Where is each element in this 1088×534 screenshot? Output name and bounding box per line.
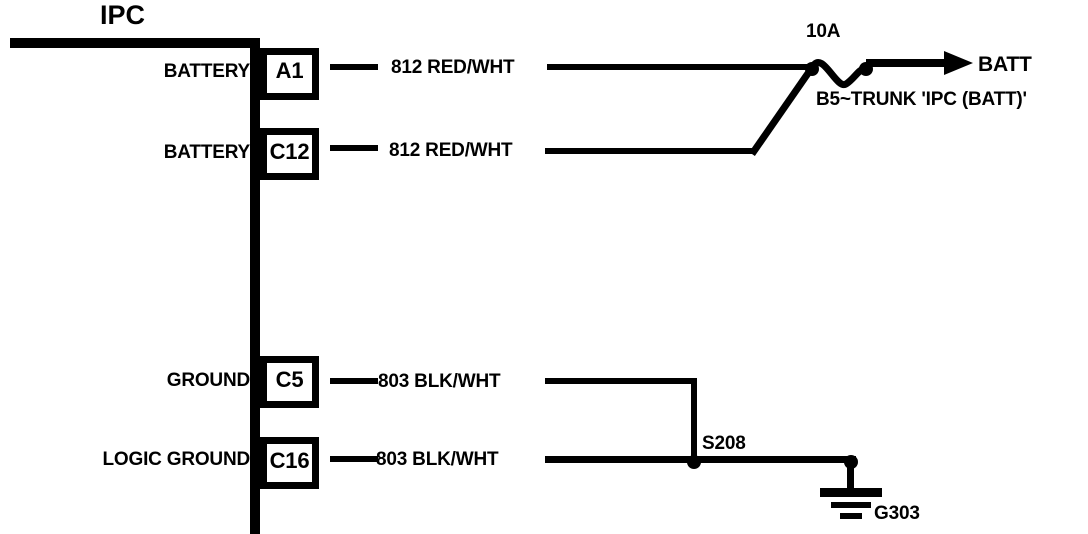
ground-stem [847, 462, 854, 490]
module-outline-ipc [10, 38, 260, 534]
wire-stub-a1 [330, 64, 378, 70]
wire-diagonal-c12-to-fuse [749, 67, 814, 156]
pin-box-c5-fill [267, 363, 312, 401]
fuse-terminal-dot-left [805, 62, 819, 76]
pin-number-c16: C16 [269, 448, 310, 473]
arrow-head [944, 51, 973, 75]
fuse-squiggle [808, 59, 867, 88]
pin-box-c16-fill [267, 444, 312, 482]
ground-bar-3 [840, 513, 862, 519]
wire-run-c5 [545, 378, 697, 384]
pin-name-a1: BATTERY [163, 61, 250, 82]
wire-run-a1-to-fuse [547, 64, 813, 70]
pin-box-c12 [259, 128, 319, 180]
module-title-ipc: IPC [100, 0, 146, 30]
pin-box-a1 [259, 48, 319, 100]
wire-label-a1: 812 RED/WHT [391, 57, 515, 78]
ground-symbol-g303 [820, 455, 882, 519]
pin-box-a1-fill [267, 55, 312, 93]
pin-box-c12-fill [267, 135, 312, 173]
wire-run-c12 [545, 148, 755, 154]
fuse-identifier-label: B5~TRUNK 'IPC (BATT)' [816, 89, 1027, 110]
fuse-symbol-10a [805, 59, 873, 88]
splice-label-s208: S208 [702, 433, 746, 454]
pin-name-c16: LOGIC GROUND [102, 449, 251, 470]
ground-label-g303: G303 [874, 503, 920, 524]
wire-stub-c12 [330, 145, 378, 151]
module-top-bus [10, 38, 258, 48]
pin-number-c12: C12 [269, 139, 310, 164]
pin-box-c16 [259, 437, 319, 489]
wire-label-c12: 812 RED/WHT [389, 140, 513, 161]
pin-number-a1: A1 [275, 58, 304, 83]
wire-stub-c5 [330, 378, 378, 384]
pin-number-c5: C5 [275, 367, 304, 392]
fuse-rating-label: 10A [806, 21, 841, 42]
wire-label-c5: 803 BLK/WHT [378, 371, 501, 392]
module-vertical-bus [250, 38, 260, 534]
splice-dot-s208 [687, 455, 701, 469]
ground-bar-2 [831, 502, 871, 508]
arrow-to-batt [866, 51, 973, 75]
destination-label-batt: BATT [978, 53, 1032, 76]
wire-drop-c5-to-splice [691, 378, 697, 462]
wire-label-c16: 803 BLK/WHT [376, 449, 499, 470]
arrow-shaft [866, 59, 948, 67]
ground-bar-1 [820, 488, 882, 497]
pin-box-c5 [259, 356, 319, 408]
pin-name-c5: GROUND [166, 370, 250, 391]
pin-name-c12: BATTERY [163, 142, 250, 163]
wire-stub-c16 [330, 456, 378, 462]
